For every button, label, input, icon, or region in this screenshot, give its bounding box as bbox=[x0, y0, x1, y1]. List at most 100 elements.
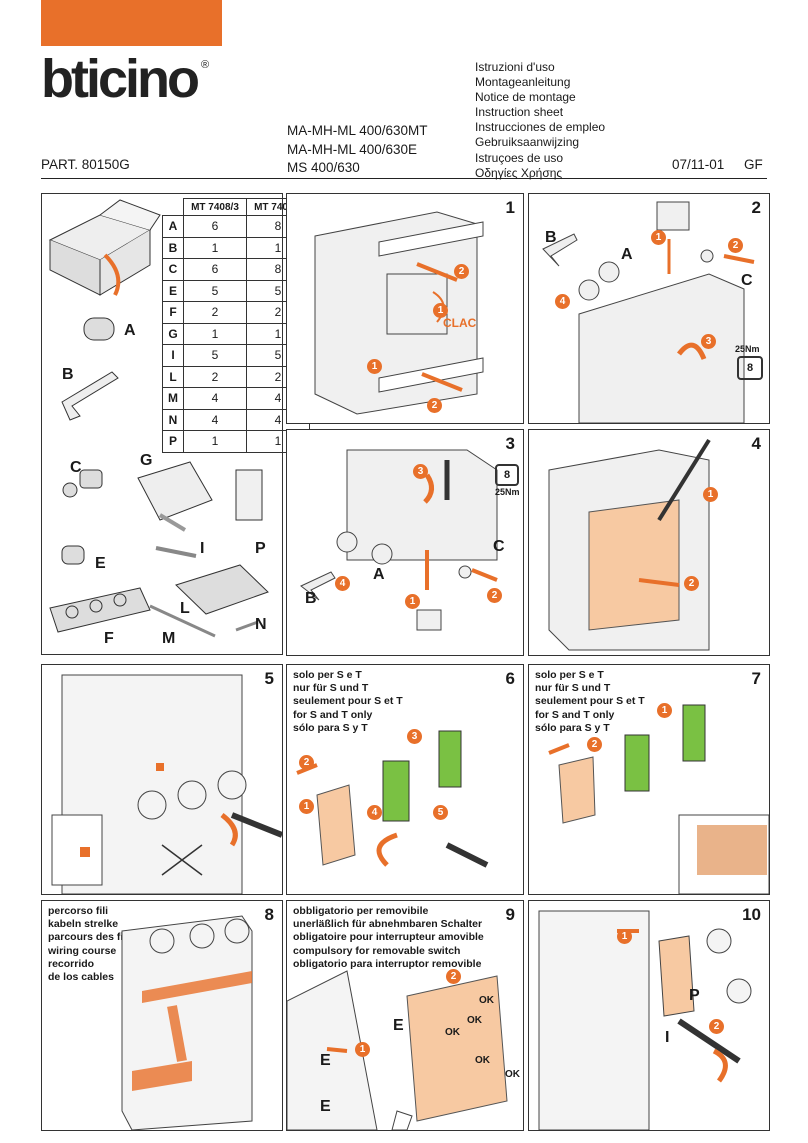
step-badge: 1 bbox=[405, 594, 420, 609]
clac-label: CLAC bbox=[443, 316, 477, 330]
part-label-b: B bbox=[62, 366, 74, 383]
step-badge: 2 bbox=[299, 755, 314, 770]
ok-label: OK bbox=[475, 1055, 490, 1066]
terminal-illustration bbox=[542, 201, 755, 423]
brand-logo: bticino® bbox=[41, 49, 210, 109]
connector-illustration bbox=[548, 704, 769, 894]
part-label-p: P bbox=[689, 987, 700, 1004]
part-label-a: A bbox=[373, 566, 385, 583]
part-label-c: C bbox=[493, 538, 505, 555]
header-rule bbox=[41, 178, 767, 179]
step-badge: 4 bbox=[555, 294, 570, 309]
part-label-f: F bbox=[104, 630, 114, 647]
ok-label: OK bbox=[479, 995, 494, 1006]
step-number: 4 bbox=[751, 434, 761, 453]
part-number: PART. 80150G bbox=[41, 157, 130, 172]
breaker-illustration bbox=[51, 674, 282, 894]
table-header: MT 7408/3 bbox=[183, 198, 247, 216]
step-panel-4: 4 1 2 bbox=[528, 429, 770, 656]
step-panel-5: 5 bbox=[41, 664, 283, 895]
model-item: MA-MH-ML 400/630E bbox=[287, 141, 418, 157]
hex-key-icon: 8 bbox=[737, 356, 763, 380]
step-badge: 1 bbox=[433, 303, 448, 318]
model-item: MA-MH-ML 400/630MT bbox=[287, 123, 428, 138]
language-item: Gebruiksaanwijzing bbox=[475, 135, 580, 150]
language-item: Istruçoes de uso bbox=[475, 150, 564, 165]
language-list: Istruzioni d'uso Montageanleitung Notice… bbox=[475, 60, 605, 181]
document-date: 07/11-01 bbox=[672, 157, 725, 172]
removable-illustration bbox=[287, 970, 508, 1130]
part-label-b: B bbox=[545, 229, 557, 246]
model-item: MS 400/630 bbox=[287, 160, 360, 175]
breaker-illustration bbox=[121, 915, 253, 1130]
step-number: 8 bbox=[264, 905, 274, 924]
step-badge: 1 bbox=[651, 230, 666, 245]
step-badge: 1 bbox=[367, 359, 382, 374]
step-badge: 2 bbox=[427, 398, 442, 413]
part-label-i: I bbox=[200, 540, 205, 557]
step-panel-1: 1 2 1 2 1 CLAC bbox=[286, 193, 524, 424]
step-number: 5 bbox=[264, 669, 274, 688]
document-code: GF bbox=[744, 157, 763, 172]
part-label-e: E bbox=[95, 555, 106, 572]
step-badge: 2 bbox=[684, 576, 699, 591]
brand-color-bar bbox=[41, 0, 222, 46]
step-badge: 1 bbox=[355, 1042, 370, 1057]
part-label-e: E bbox=[393, 1017, 404, 1034]
step-panel-2: 2 1 2 3 4 B A C 25Nm 8 bbox=[528, 193, 770, 424]
language-item: Montageanleitung bbox=[475, 75, 571, 90]
part-label-g: G bbox=[140, 452, 153, 469]
language-item: Instrucciones de empleo bbox=[475, 120, 606, 135]
breaker-illustration bbox=[538, 910, 752, 1130]
part-label-m: M bbox=[162, 630, 176, 647]
step-badge: 1 bbox=[657, 703, 672, 718]
step-badge: 2 bbox=[446, 969, 461, 984]
step-badge: 2 bbox=[454, 264, 469, 279]
step-number: 10 bbox=[742, 905, 761, 924]
torque-label: 25Nm bbox=[735, 344, 760, 354]
part-label-e: E bbox=[320, 1098, 331, 1115]
step-badge: 2 bbox=[728, 238, 743, 253]
part-label-c: C bbox=[741, 272, 753, 289]
step-badge: 1 bbox=[299, 799, 314, 814]
step-number: 1 bbox=[505, 198, 515, 217]
language-item: Οδηγίες Χρήσης bbox=[475, 165, 563, 180]
part-label-a: A bbox=[621, 246, 633, 263]
model-list: MA-MH-ML 400/630MT MA-MH-ML 400/630E MS … bbox=[287, 122, 428, 178]
step-badge: 2 bbox=[709, 1019, 724, 1034]
step-badge: 3 bbox=[413, 464, 428, 479]
step-badge: 2 bbox=[587, 737, 602, 752]
step-badge: 3 bbox=[701, 334, 716, 349]
torque-label: 25Nm bbox=[495, 487, 520, 497]
step-badge: 3 bbox=[407, 729, 422, 744]
ok-label: OK bbox=[445, 1027, 460, 1038]
part-label-p: P bbox=[255, 540, 266, 557]
step-badge: 1 bbox=[703, 487, 718, 502]
part-label-i: I bbox=[665, 1029, 670, 1046]
language-item: Istruzioni d'uso bbox=[475, 60, 555, 74]
ok-label: OK bbox=[467, 1015, 482, 1026]
step-badge: 5 bbox=[433, 805, 448, 820]
step-panel-3: 3 3 4 1 2 A B C 8 25Nm bbox=[286, 429, 524, 656]
connector-illustration bbox=[296, 730, 489, 868]
part-label-a: A bbox=[124, 322, 136, 339]
hex-key-icon: 8 bbox=[495, 464, 519, 486]
part-label-e: E bbox=[320, 1052, 331, 1069]
breaker-illustration bbox=[548, 438, 711, 651]
language-item: Instruction sheet bbox=[475, 105, 564, 120]
breaker-illustration bbox=[314, 211, 484, 415]
step-number: 9 bbox=[505, 905, 515, 924]
step-badge: 2 bbox=[487, 588, 502, 603]
language-item: Notice de montage bbox=[475, 90, 576, 105]
step-badge: 1 bbox=[617, 929, 632, 944]
step-number: 3 bbox=[505, 434, 515, 453]
